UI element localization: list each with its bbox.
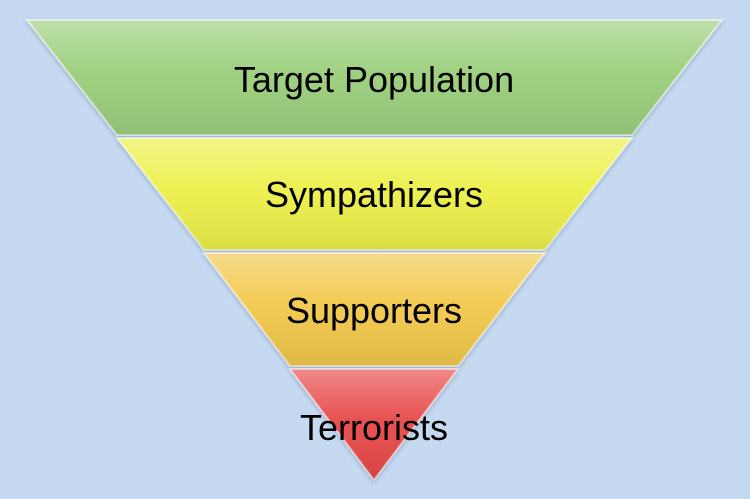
layer-terrorists-gloss [290,369,458,480]
layer-sympathizers-label: Sympathizers [265,174,483,215]
layer-sympathizers-gloss [117,138,632,250]
layer-target-population: Target Population [24,19,725,136]
layer-target-population-label: Target Population [234,59,514,100]
layer-terrorists-label: Terrorists [300,407,448,448]
layer-sympathizers: Sympathizers [114,137,635,251]
layer-supporters-label: Supporters [286,290,462,331]
layer-terrorists: Terrorists [287,368,461,482]
layer-supporters: Supporters [201,252,548,367]
layer-supporters-gloss [204,253,545,366]
layer-target-population-gloss [27,20,722,135]
